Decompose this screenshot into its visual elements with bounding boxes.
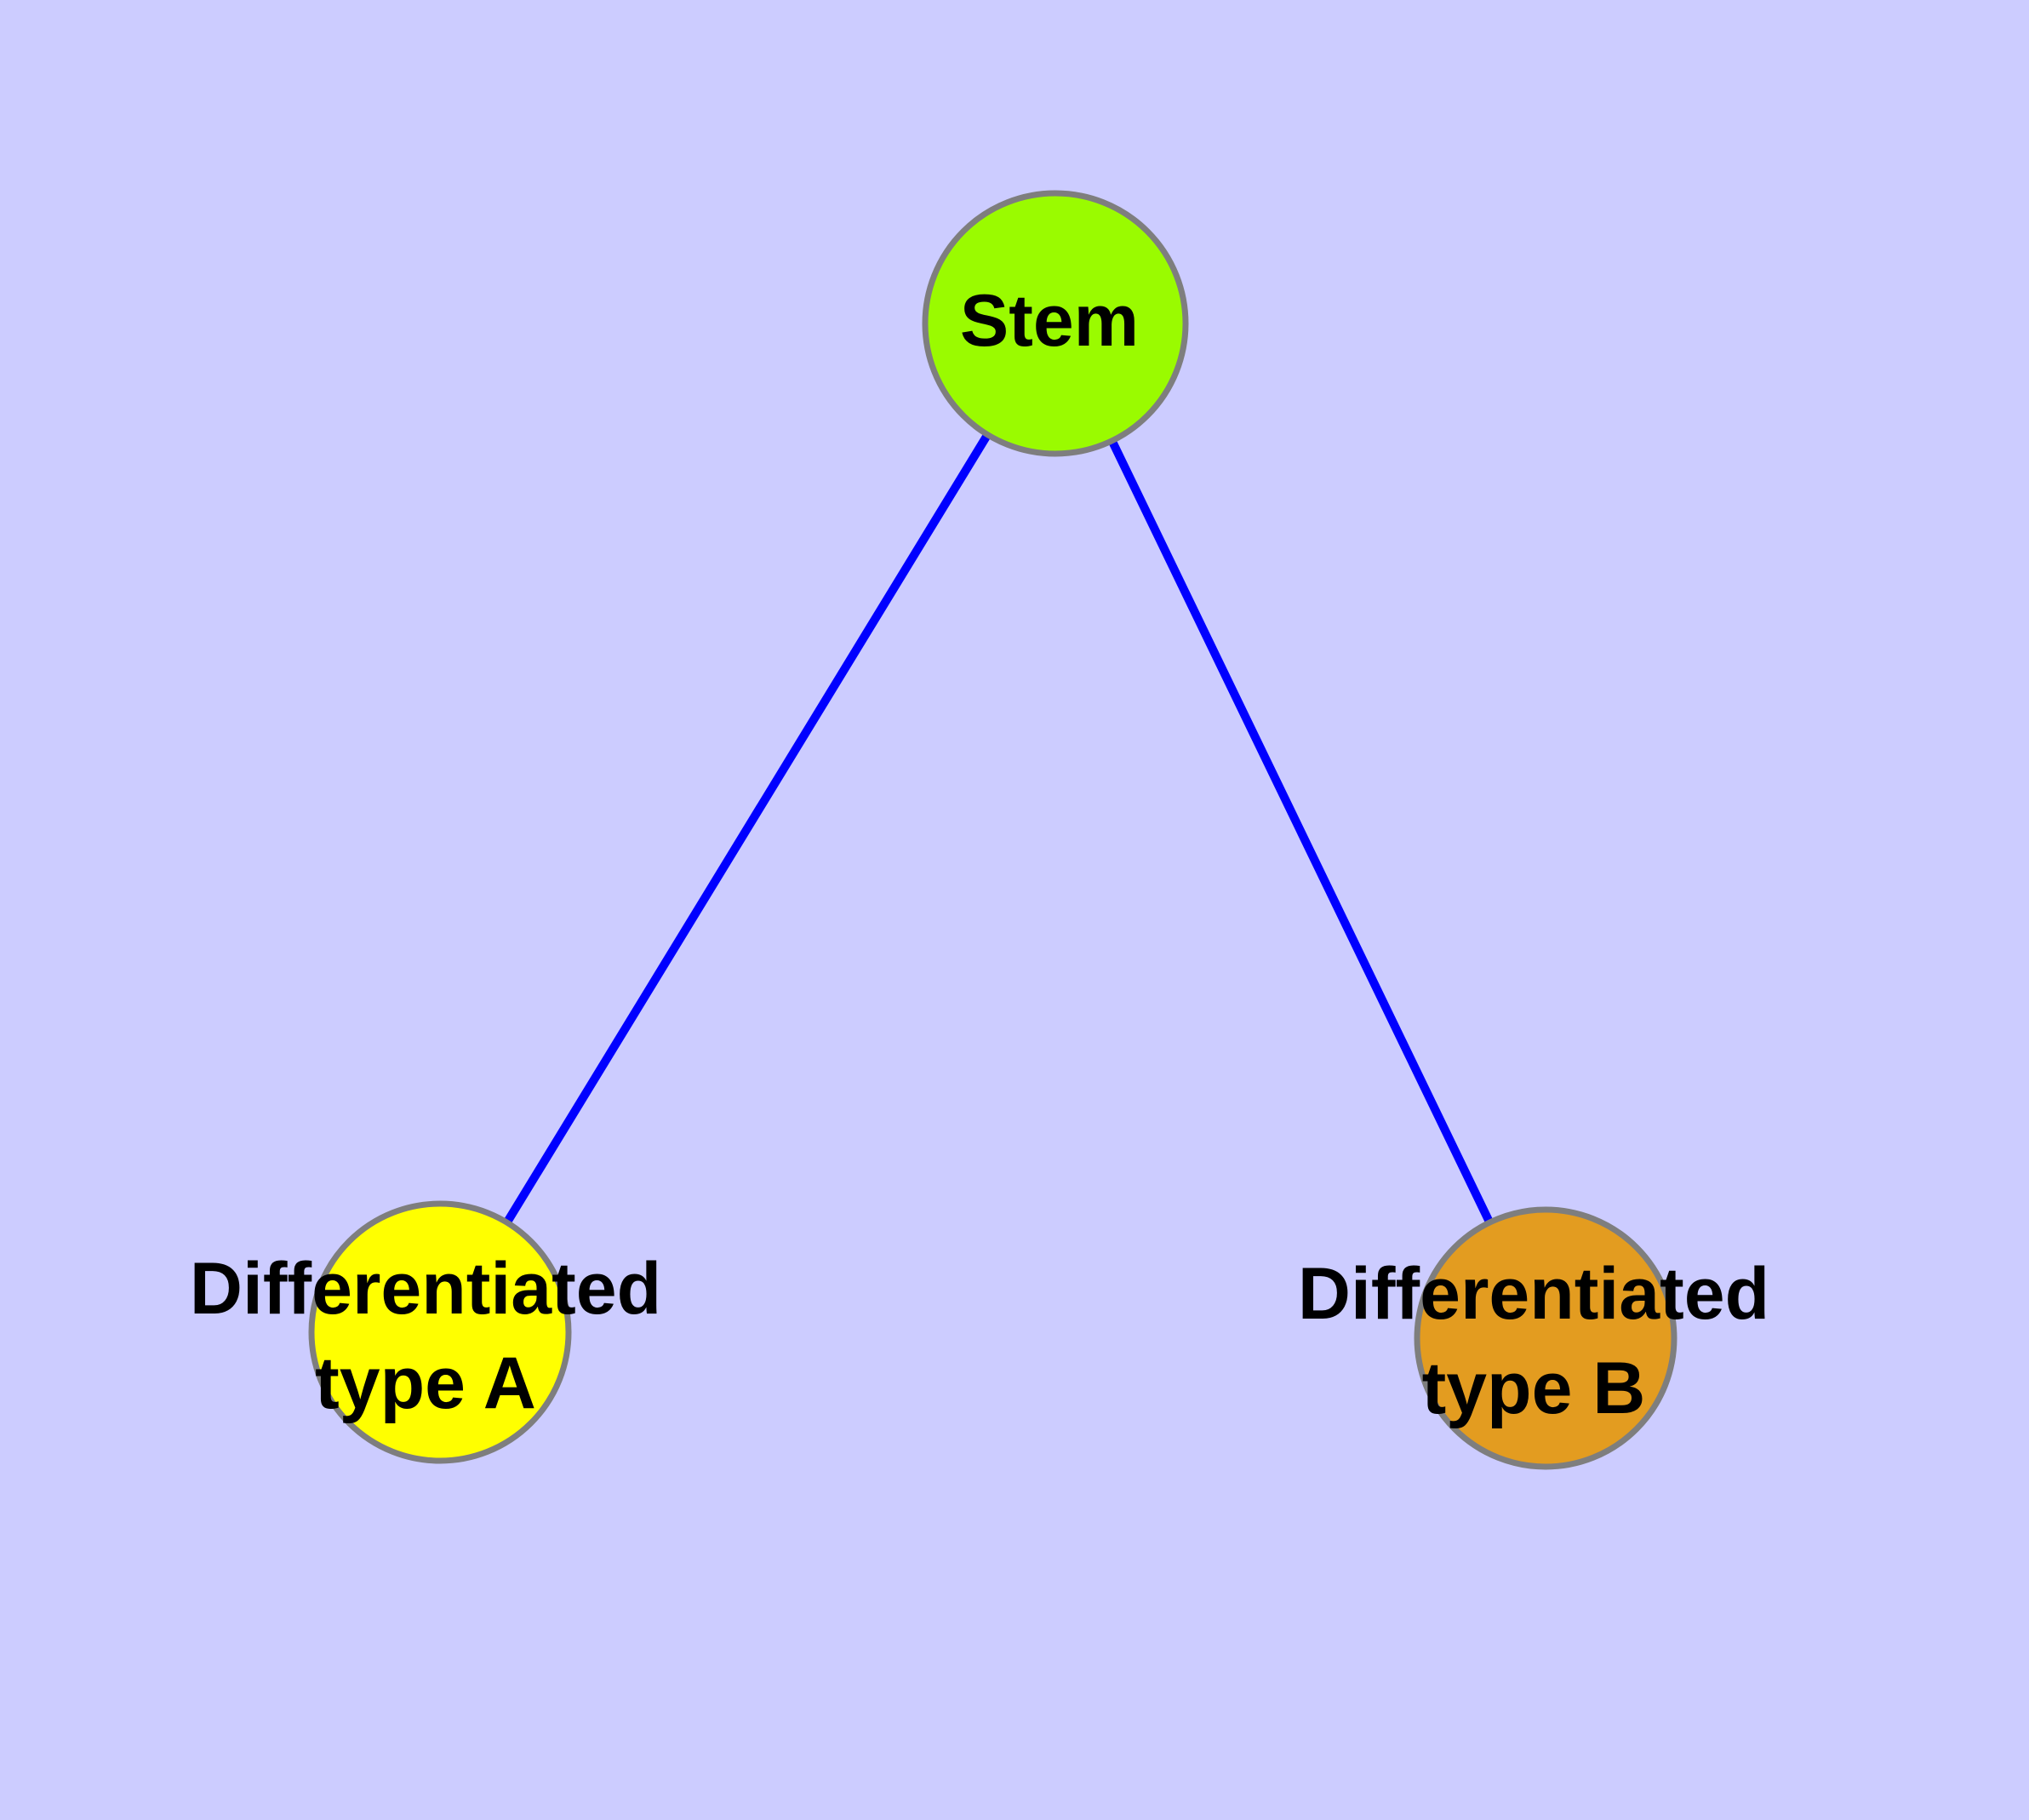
type-b-node-shape — [1414, 1206, 1677, 1470]
node-layer — [308, 190, 1677, 1470]
type-a-node-label-line2: type A — [315, 1342, 536, 1424]
label-layer: Stem Differentiated type A Differentiate… — [190, 280, 1769, 1429]
stem-node-label: Stem — [960, 280, 1139, 362]
edge-layer — [436, 321, 1550, 1341]
type-a-node-shape — [308, 1200, 572, 1464]
stem-node-shape — [922, 190, 1189, 457]
type-b-node-label-line1: Differentiated — [1298, 1253, 1769, 1335]
edge-stem-to-type-a — [436, 321, 1060, 1335]
edge-stem-to-type-b — [1051, 321, 1550, 1341]
type-a-node-label-line1: Differentiated — [190, 1248, 661, 1330]
type-b-node-label-line2: type B — [1422, 1348, 1646, 1429]
